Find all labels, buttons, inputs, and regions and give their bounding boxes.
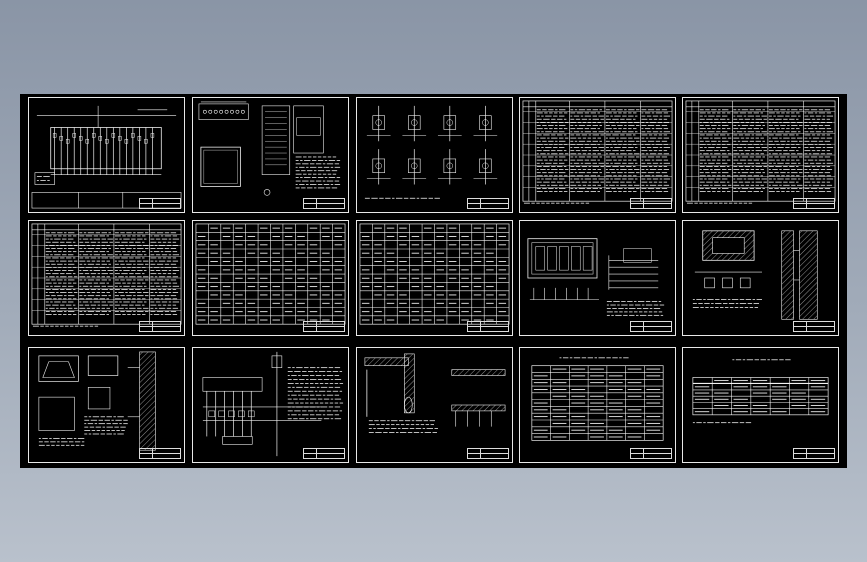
drawing-sheet-2[interactable] [192, 97, 349, 213]
sheet-linework [198, 101, 341, 196]
drawing-sheet-10[interactable] [682, 220, 839, 336]
title-block [467, 448, 509, 459]
title-block [630, 198, 672, 209]
sheet-linework [522, 100, 673, 204]
title-block [793, 448, 835, 459]
drawing-sheet-5[interactable] [682, 97, 839, 213]
sheet-linework [195, 223, 346, 325]
title-block [793, 198, 835, 209]
drawing-sheet-8[interactable] [356, 220, 513, 336]
title-block [303, 321, 345, 332]
drawing-canvas[interactable] [20, 94, 847, 468]
sheet-linework [31, 105, 182, 209]
drawing-sheet-7[interactable] [192, 220, 349, 336]
drawing-sheet-15[interactable] [682, 347, 839, 463]
drawing-sheet-3[interactable] [356, 97, 513, 213]
sheet-linework [364, 353, 506, 433]
sheet-linework [202, 351, 344, 457]
title-block [139, 321, 181, 332]
sheet-linework [531, 357, 664, 441]
sheet-linework [685, 100, 836, 204]
drawing-sheet-9[interactable] [519, 220, 676, 336]
sheet-linework [359, 223, 510, 325]
sheet-linework [527, 238, 665, 316]
drawing-sheet-6[interactable] [28, 220, 185, 336]
drawing-sheet-12[interactable] [192, 347, 349, 463]
sheet-linework [364, 105, 498, 199]
title-block [139, 198, 181, 209]
drawing-sheet-14[interactable] [519, 347, 676, 463]
drawing-sheet-1[interactable] [28, 97, 185, 213]
drawing-sheet-4[interactable] [519, 97, 676, 213]
sheet-linework [31, 223, 182, 327]
sheet-linework [692, 359, 829, 424]
sheet-linework [692, 230, 818, 320]
drawing-sheet-13[interactable] [356, 347, 513, 463]
title-block [793, 321, 835, 332]
title-block [139, 448, 181, 459]
title-block [303, 198, 345, 209]
title-block [467, 321, 509, 332]
drawing-sheet-11[interactable] [28, 347, 185, 463]
title-block [303, 448, 345, 459]
sheet-linework [38, 351, 156, 451]
title-block [467, 198, 509, 209]
title-block [630, 321, 672, 332]
title-block [630, 448, 672, 459]
